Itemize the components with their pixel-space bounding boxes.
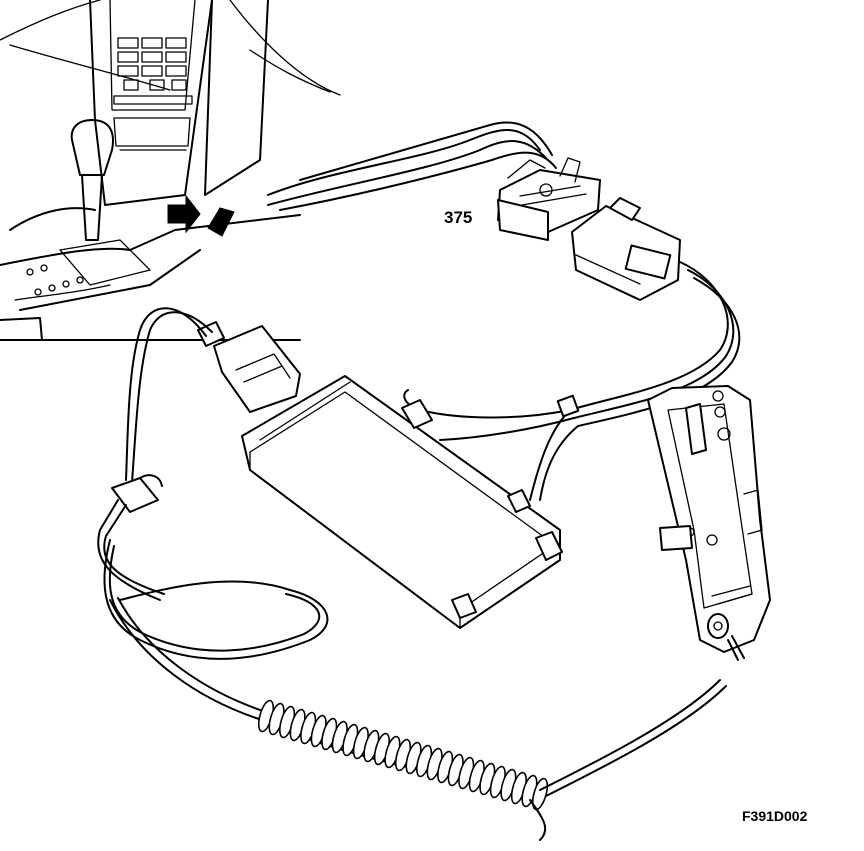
mating-connector (571, 197, 681, 301)
control-box (241, 375, 563, 629)
connector-375 (497, 157, 601, 241)
wire-bundle-375 (267, 121, 557, 211)
location-arrow-icon (167, 194, 201, 234)
car-interior-inset (0, 0, 341, 341)
dsub-connector (197, 321, 301, 413)
coiled-cord (257, 679, 727, 841)
console-buttons (113, 37, 193, 151)
handset-cables (97, 307, 329, 721)
part-number-label: 375 (444, 208, 473, 227)
mount-location-marker (207, 207, 235, 237)
figure-code-label: F391D002 (742, 808, 808, 824)
handset-cradle (647, 385, 771, 661)
main-harness (403, 261, 741, 501)
